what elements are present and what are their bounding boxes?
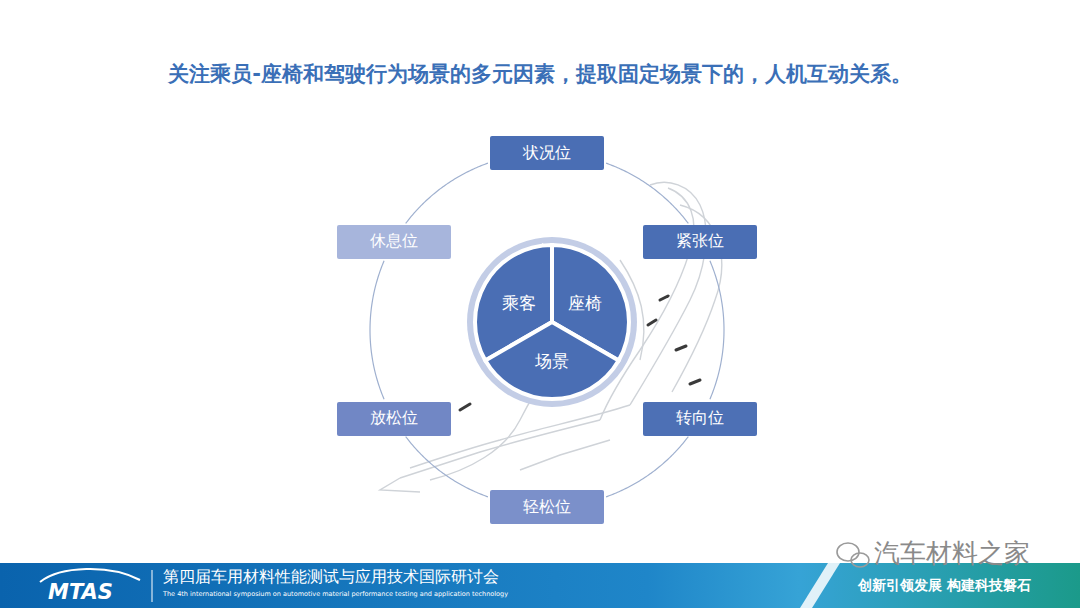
mark	[460, 404, 470, 410]
seat-back-line	[630, 182, 706, 405]
ring-connector	[406, 437, 488, 497]
pie-sector: 场景	[475, 245, 629, 399]
ring-connector	[606, 163, 688, 223]
footer-divider	[152, 570, 153, 602]
sector-shape	[475, 245, 629, 399]
box-label: 紧张位	[676, 231, 724, 252]
sector-label: 场景	[535, 349, 569, 372]
box-label: 休息位	[370, 231, 418, 252]
footer-title: 第四届车用材料性能测试与应用技术国际研讨会	[163, 567, 499, 588]
mark	[690, 380, 700, 384]
center-ring	[467, 237, 637, 407]
footer-band	[0, 563, 1080, 608]
box-label: 状况位	[523, 143, 571, 164]
box-label: 转向位	[676, 408, 724, 429]
box-label: 轻松位	[523, 497, 571, 518]
mark	[660, 296, 668, 300]
ring-connector	[710, 261, 724, 399]
sector-label: 乘客	[502, 291, 536, 314]
mark	[648, 320, 656, 325]
footer-slash	[800, 563, 840, 608]
position-box: 紧张位	[643, 225, 757, 259]
footer-subtitle: The 4th international symposium on autom…	[163, 590, 508, 598]
sector-fill	[485, 322, 618, 399]
footer-slogan: 创新引领发展 构建科技磐石	[858, 577, 1031, 595]
position-box: 状况位	[490, 136, 604, 170]
position-box: 轻松位	[490, 490, 604, 524]
wechat-icon	[837, 543, 869, 567]
position-box: 放松位	[337, 402, 451, 436]
position-box: 休息位	[337, 225, 451, 259]
slide-title: 关注乘员-座椅和驾驶行为场景的多元因素，提取固定场景下的，人机互动关系。	[0, 60, 1080, 88]
floor-line	[380, 478, 420, 492]
position-box: 转向位	[643, 402, 757, 436]
icon-bubble	[837, 543, 859, 561]
sector-label: 座椅	[568, 291, 602, 314]
ring-connector	[370, 261, 384, 399]
logo-text: MTAS	[48, 580, 113, 604]
rail-line	[520, 440, 610, 470]
ring-connector	[406, 163, 488, 223]
ring-connector	[606, 437, 688, 497]
box-label: 放松位	[370, 408, 418, 429]
icon-bubble	[851, 553, 869, 567]
watermark: 汽车材料之家	[874, 536, 1030, 571]
mark	[676, 346, 686, 350]
